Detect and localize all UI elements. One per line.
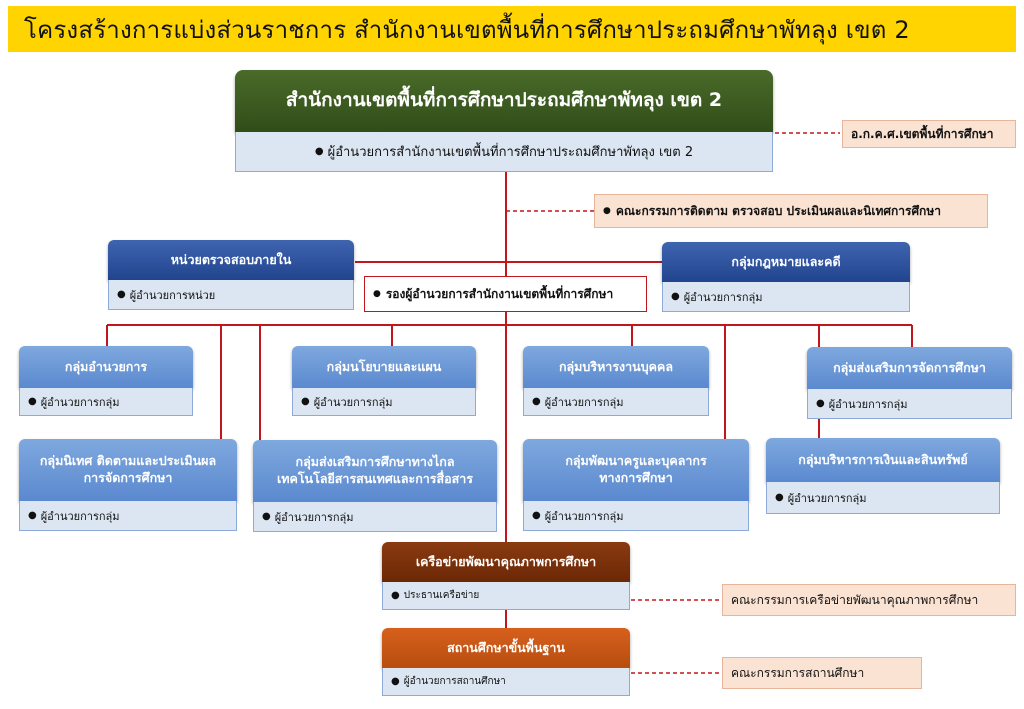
group-supervision-name: กลุ่มนิเทศ ติดตามและประเมินผล การจัดการศ… xyxy=(19,439,237,501)
bullet-icon: ● xyxy=(603,206,611,216)
bullet-icon: ● xyxy=(28,510,37,521)
group-promotion-head-label: ผู้อำนวยการกลุ่ม xyxy=(828,397,908,411)
top-office-head-label: ผู้อำนวยการสำนักงานเขตพื้นที่การศึกษาประ… xyxy=(327,145,694,160)
group-supervision-head: ● ผู้อำนวยการกลุ่ม xyxy=(19,501,237,531)
top-office-box: สำนักงานเขตพื้นที่การศึกษาประถมศึกษาพัทล… xyxy=(235,70,773,172)
group-promotion-name: กลุ่มส่งเสริมการจัดการศึกษา xyxy=(807,347,1012,389)
group-distance-head-label: ผู้อำนวยการกลุ่ม xyxy=(274,510,354,524)
group-admin-head-label: ผู้อำนวยการกลุ่ม xyxy=(40,395,120,409)
group-policy-head-label: ผู้อำนวยการกลุ่ม xyxy=(313,395,393,409)
bullet-icon: ● xyxy=(117,289,126,300)
note-school-committee: คณะกรรมการสถานศึกษา xyxy=(722,657,922,689)
group-teacher-dev-name-line1: กลุ่มพัฒนาครูและบุคลากร xyxy=(565,453,707,469)
group-personnel-head: ● ผู้อำนวยการกลุ่ม xyxy=(523,388,709,416)
group-supervision-head-label: ผู้อำนวยการกลุ่ม xyxy=(40,509,120,523)
group-admin-name: กลุ่มอำนวยการ xyxy=(19,346,193,388)
group-finance-head: ● ผู้อำนวยการกลุ่ม xyxy=(766,482,1000,514)
audit-unit-box: หน่วยตรวจสอบภายใน ● ผู้อำนวยการหน่วย xyxy=(108,240,354,310)
group-admin-head: ● ผู้อำนวยการกลุ่ม xyxy=(19,388,193,416)
group-supervision-name-line2: การจัดการศึกษา xyxy=(83,470,173,485)
legal-group-name: กลุ่มกฎหมายและคดี xyxy=(662,242,910,282)
legal-group-head-label: ผู้อำนวยการกลุ่ม xyxy=(683,290,763,304)
bullet-icon: ● xyxy=(28,396,37,407)
bullet-icon: ● xyxy=(391,676,400,687)
group-distance-box: กลุ่มส่งเสริมการศึกษาทางไกล เทคโนโลยีสาร… xyxy=(253,440,497,532)
group-distance-name-line2: เทคโนโลยีสารสนเทศและการสื่อสาร xyxy=(276,471,474,486)
bullet-icon: ● xyxy=(314,146,324,157)
network-head-label: ประธานเครือข่าย xyxy=(403,590,480,601)
note-committee: อ.ก.ค.ศ.เขตพื้นที่การศึกษา xyxy=(842,120,1016,148)
group-promotion-box: กลุ่มส่งเสริมการจัดการศึกษา ● ผู้อำนวยกา… xyxy=(807,347,1012,419)
group-supervision-name-line1: กลุ่มนิเทศ ติดตามและประเมินผล xyxy=(39,453,217,469)
group-distance-head: ● ผู้อำนวยการกลุ่ม xyxy=(253,502,497,532)
top-office-name: สำนักงานเขตพื้นที่การศึกษาประถมศึกษาพัทล… xyxy=(235,70,773,132)
top-office-head: ● ผู้อำนวยการสำนักงานเขตพื้นที่การศึกษาป… xyxy=(235,132,773,172)
bullet-icon: ● xyxy=(775,492,784,503)
bullet-icon: ● xyxy=(262,511,271,522)
group-admin-box: กลุ่มอำนวยการ ● ผู้อำนวยการกลุ่ม xyxy=(19,346,193,416)
group-distance-name: กลุ่มส่งเสริมการศึกษาทางไกล เทคโนโลยีสาร… xyxy=(253,440,497,502)
group-teacher-dev-head: ● ผู้อำนวยการกลุ่ม xyxy=(523,501,749,531)
group-personnel-box: กลุ่มบริหารงานบุคคล ● ผู้อำนวยการกลุ่ม xyxy=(523,346,709,416)
audit-unit-head-label: ผู้อำนวยการหน่วย xyxy=(129,288,216,302)
group-promotion-head: ● ผู้อำนวยการกลุ่ม xyxy=(807,389,1012,419)
group-personnel-name: กลุ่มบริหารงานบุคคล xyxy=(523,346,709,388)
group-teacher-dev-head-label: ผู้อำนวยการกลุ่ม xyxy=(544,509,624,523)
group-finance-name: กลุ่มบริหารการเงินและสินทรัพย์ xyxy=(766,438,1000,482)
legal-group-box: กลุ่มกฎหมายและคดี ● ผู้อำนวยการกลุ่ม xyxy=(662,242,910,312)
school-name: สถานศึกษาขั้นพื้นฐาน xyxy=(382,628,630,668)
group-teacher-dev-box: กลุ่มพัฒนาครูและบุคลากร ทางการศึกษา ● ผู… xyxy=(523,439,749,531)
group-policy-head: ● ผู้อำนวยการกลุ่ม xyxy=(292,388,476,416)
group-policy-box: กลุ่มนโยบายและแผน ● ผู้อำนวยการกลุ่ม xyxy=(292,346,476,416)
group-finance-head-label: ผู้อำนวยการกลุ่ม xyxy=(787,491,867,505)
note-monitoring-label: คณะกรรมการติดตาม ตรวจสอบ ประเมินผลและนิเ… xyxy=(615,203,941,218)
group-supervision-box: กลุ่มนิเทศ ติดตามและประเมินผล การจัดการศ… xyxy=(19,439,237,531)
bullet-icon: ● xyxy=(532,510,541,521)
bullet-icon: ● xyxy=(671,291,680,302)
bullet-icon: ● xyxy=(816,398,825,409)
group-teacher-dev-name-line2: ทางการศึกษา xyxy=(599,470,673,485)
school-box: สถานศึกษาขั้นพื้นฐาน ● ผู้อำนวยการสถานศึ… xyxy=(382,628,630,696)
group-policy-name: กลุ่มนโยบายและแผน xyxy=(292,346,476,388)
legal-group-head: ● ผู้อำนวยการกลุ่ม xyxy=(662,282,910,312)
network-box: เครือข่ายพัฒนาคุณภาพการศึกษา ● ประธานเคร… xyxy=(382,542,630,610)
network-head: ● ประธานเครือข่าย xyxy=(382,582,630,610)
note-monitoring: ● คณะกรรมการติดตาม ตรวจสอบ ประเมินผลและน… xyxy=(594,194,988,228)
bullet-icon: ● xyxy=(373,289,381,299)
audit-unit-head: ● ผู้อำนวยการหน่วย xyxy=(108,280,354,310)
group-distance-name-line1: กลุ่มส่งเสริมการศึกษาทางไกล xyxy=(295,454,455,470)
school-head-label: ผู้อำนวยการสถานศึกษา xyxy=(403,676,506,687)
group-finance-box: กลุ่มบริหารการเงินและสินทรัพย์ ● ผู้อำนว… xyxy=(766,438,1000,514)
deputy-director-label: รองผู้อำนวยการสำนักงานเขตพื้นที่การศึกษา xyxy=(385,286,614,301)
page-title: โครงสร้างการแบ่งส่วนราชการ สำนักงานเขตพื… xyxy=(8,6,1016,52)
group-personnel-head-label: ผู้อำนวยการกลุ่ม xyxy=(544,395,624,409)
bullet-icon: ● xyxy=(301,396,310,407)
group-teacher-dev-name: กลุ่มพัฒนาครูและบุคลากร ทางการศึกษา xyxy=(523,439,749,501)
deputy-director-box: ● รองผู้อำนวยการสำนักงานเขตพื้นที่การศึก… xyxy=(364,276,647,312)
audit-unit-name: หน่วยตรวจสอบภายใน xyxy=(108,240,354,280)
bullet-icon: ● xyxy=(391,590,400,601)
bullet-icon: ● xyxy=(532,396,541,407)
network-name: เครือข่ายพัฒนาคุณภาพการศึกษา xyxy=(382,542,630,582)
school-head: ● ผู้อำนวยการสถานศึกษา xyxy=(382,668,630,696)
note-network-committee: คณะกรรมการเครือข่ายพัฒนาคุณภาพการศึกษา xyxy=(722,584,1016,616)
